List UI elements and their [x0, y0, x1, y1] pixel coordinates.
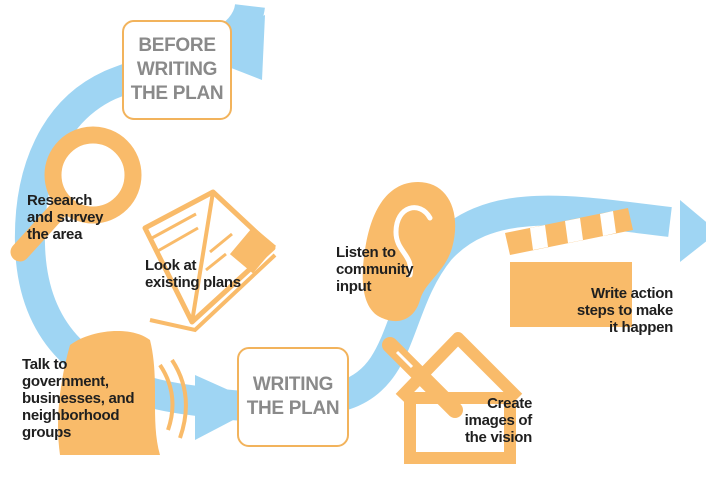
stage-line: WRITING [252, 374, 334, 395]
stage-line: BEFORE [138, 35, 216, 56]
bell-icon [58, 330, 188, 455]
house-pen-icon [382, 332, 523, 464]
step-label-research: Research and survey the area [27, 192, 104, 243]
ear-icon [362, 182, 456, 322]
stage-line: THE PLAN [130, 83, 224, 104]
arrowhead-right [680, 200, 706, 262]
arrowhead-bottom [195, 375, 262, 440]
step-label-look: Look at existing plans [145, 257, 241, 291]
magnifier-icon [10, 126, 142, 262]
open-book-icon [142, 189, 277, 333]
step-label-create: Create images of the vision [464, 395, 533, 446]
step-label-write: Write action steps to make it happen [576, 285, 673, 336]
writing-stage-box: WRITING THE PLAN [237, 347, 349, 447]
stage-line: WRITING [136, 59, 218, 80]
step-label-listen: Listen to community input [336, 244, 414, 295]
step-label-talk: Talk to government, businesses, and neig… [22, 356, 135, 441]
stage-line: THE PLAN [246, 398, 340, 419]
before-writing-stage-box: BEFORE WRITING THE PLAN [122, 20, 232, 120]
clapperboard-icon [505, 208, 633, 327]
